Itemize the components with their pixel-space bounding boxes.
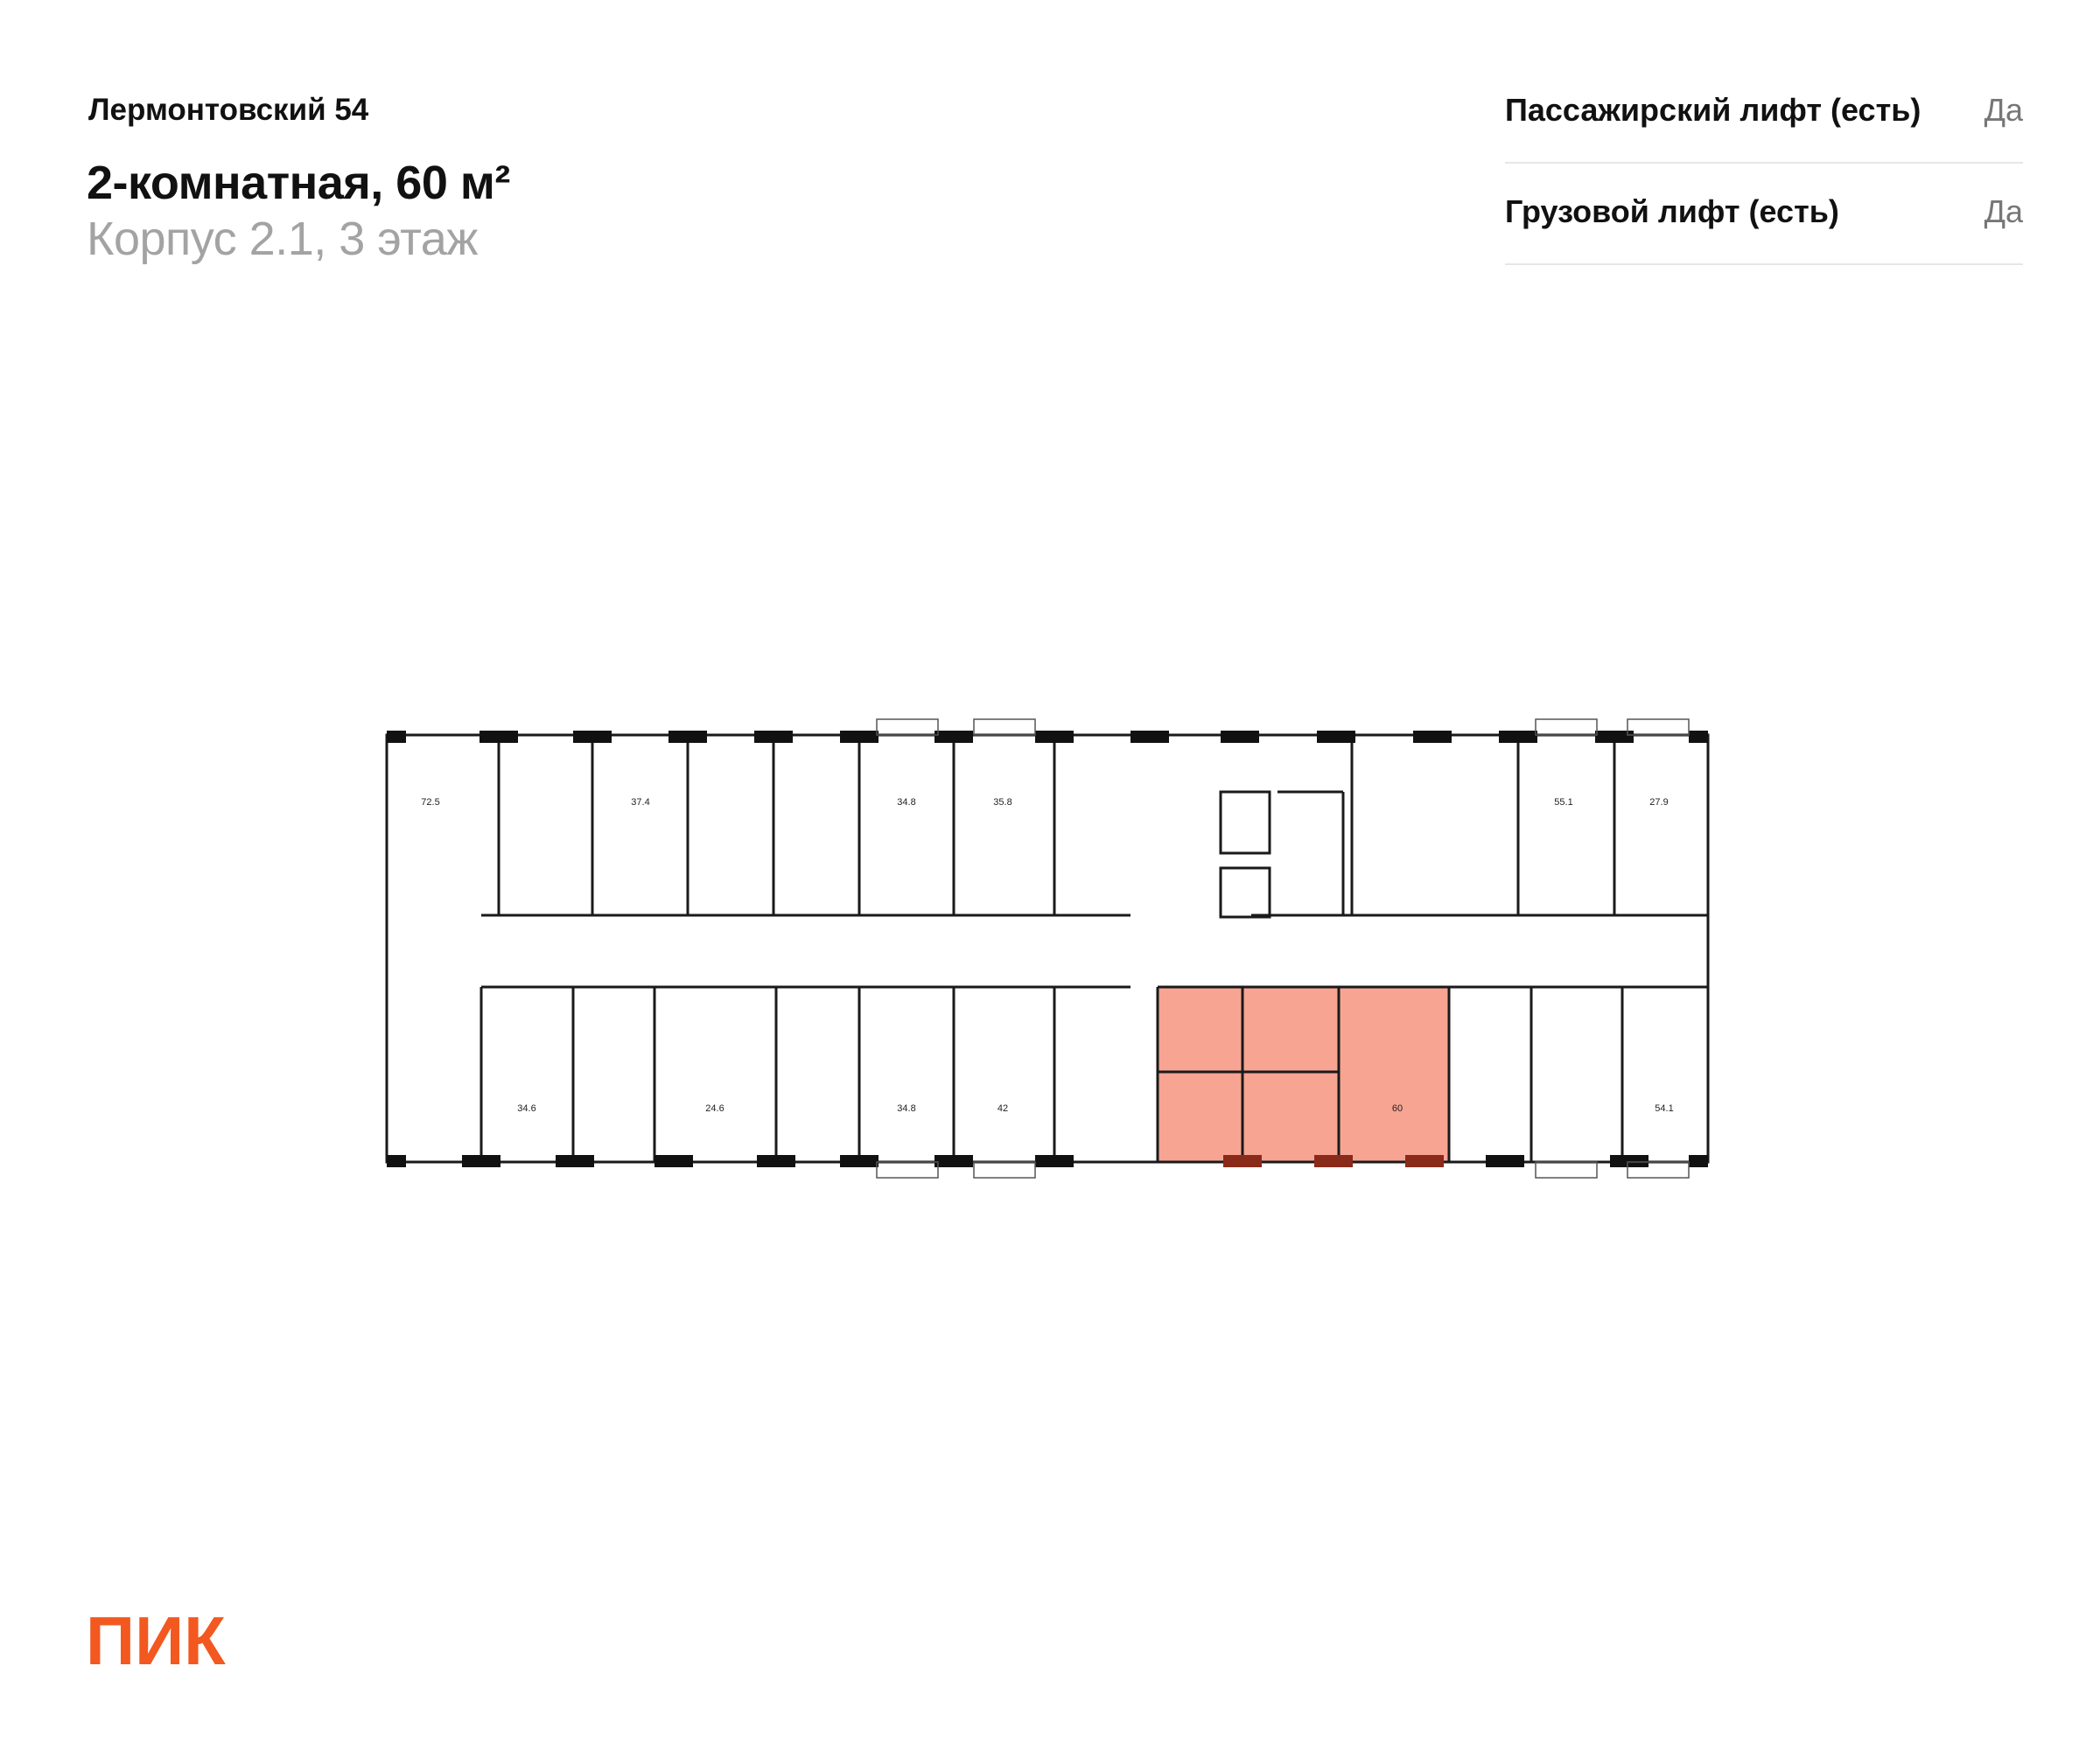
feature-label: Грузовой лифт (есть) xyxy=(1505,193,1839,229)
flat-area-label: 34.6 xyxy=(517,1103,536,1114)
apartment-title: 2-комнатная, 60 м² xyxy=(87,157,510,209)
flat-area-label: 72.5 xyxy=(421,797,439,808)
pik-logo[interactable]: ПИК xyxy=(86,1602,270,1679)
floor-plan: 72.5 37.4 34.8 35.8 55.1 27.9 34.6 24.6 … xyxy=(376,709,1724,1181)
feature-passenger-lift: Пассажирский лифт (есть) Да xyxy=(1505,60,2023,164)
flat-area-label: 42 xyxy=(998,1103,1008,1114)
flat-area-label: 24.6 xyxy=(705,1103,724,1114)
flat-area-label: 34.8 xyxy=(897,797,915,808)
flat-area-label: 27.9 xyxy=(1649,797,1668,808)
feature-label: Пассажирский лифт (есть) xyxy=(1505,92,1922,128)
flat-area-label: 37.4 xyxy=(631,797,649,808)
project-name: Лермонтовский 54 xyxy=(88,93,369,127)
building-outline xyxy=(385,733,1710,1164)
feature-value: Да xyxy=(1984,92,2023,128)
selected-apartment-highlight[interactable] xyxy=(1158,987,1449,1162)
flat-area-label: 54.1 xyxy=(1655,1103,1673,1114)
flat-area-label: 34.8 xyxy=(897,1103,915,1114)
building-floor: Корпус 2.1, 3 этаж xyxy=(87,213,478,265)
flat-area-label: 60 xyxy=(1392,1103,1403,1114)
feature-freight-lift: Грузовой лифт (есть) Да xyxy=(1505,162,2023,265)
feature-value: Да xyxy=(1984,193,2023,229)
logo-text: ПИК xyxy=(86,1610,226,1671)
flat-area-label: 35.8 xyxy=(993,797,1012,808)
flat-area-label: 55.1 xyxy=(1554,797,1572,808)
